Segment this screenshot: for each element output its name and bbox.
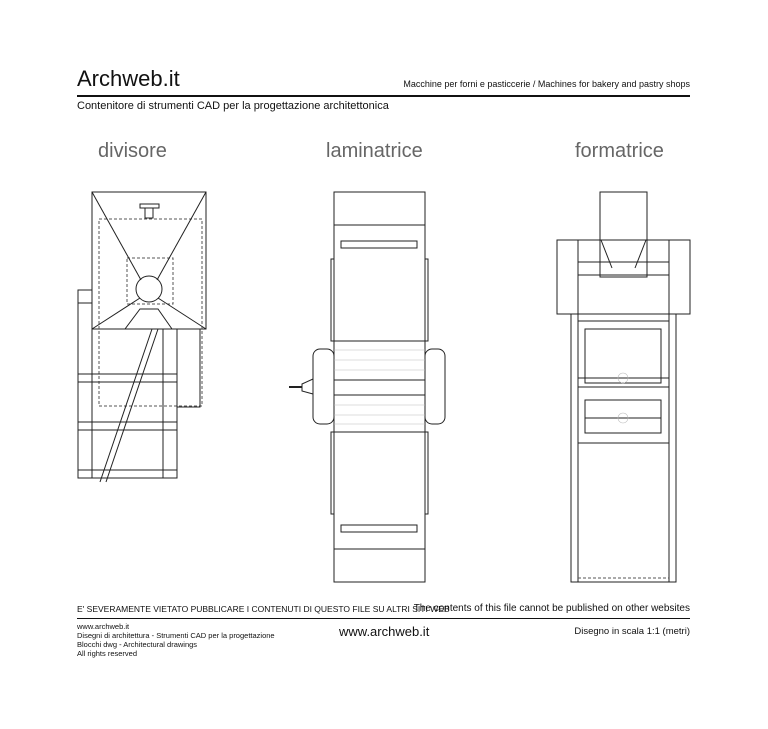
tagline: Contenitore di strumenti CAD per la prog…	[77, 100, 389, 112]
footer-line: Blocchi dwg - Architectural drawings	[77, 640, 198, 649]
drawing-laminatrice	[289, 191, 446, 583]
drawing-scale: Disegno in scala 1:1 (metri)	[574, 626, 690, 637]
header-divider	[77, 95, 690, 97]
label-divisore: divisore	[98, 140, 167, 162]
footer-line: Disegni di architettura - Strumenti CAD …	[77, 631, 275, 640]
logo: Archweb.it	[77, 66, 180, 91]
footer-divider	[77, 618, 690, 619]
warning-english: The contents of this file cannot be publ…	[413, 603, 690, 614]
footer-line: www.archweb.it	[77, 622, 130, 631]
footer-line: All rights reserved	[77, 649, 138, 658]
label-laminatrice: laminatrice	[326, 140, 423, 162]
footer-site: www.archweb.it	[339, 624, 430, 639]
drawing-formatrice	[556, 191, 691, 583]
label-formatrice: formatrice	[575, 140, 664, 162]
sheet-subtitle: Macchine per forni e pasticcerie / Machi…	[403, 79, 690, 89]
warning-italian: E' SEVERAMENTE VIETATO PUBBLICARE I CONT…	[77, 604, 450, 614]
drawing-divisore	[77, 191, 207, 483]
